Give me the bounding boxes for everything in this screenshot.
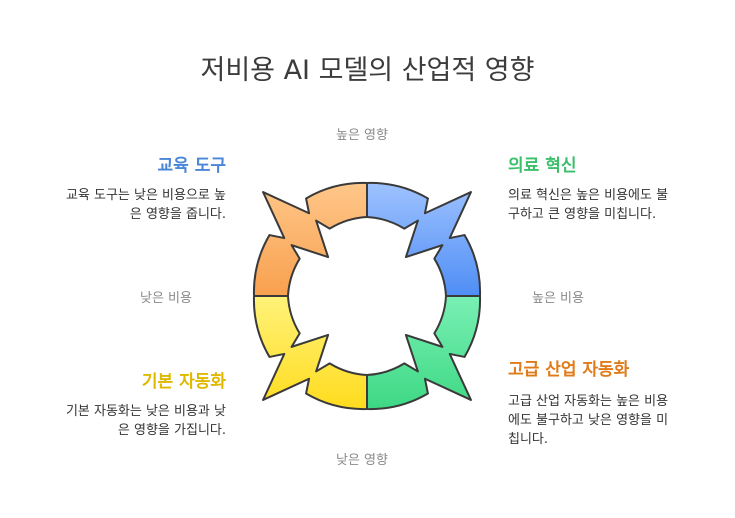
quadrant-title-education: 교육 도구 bbox=[157, 156, 226, 176]
axis-label-left: 낮은 비용 bbox=[140, 291, 192, 306]
desc-line: 은 영향을 줍니다. bbox=[129, 207, 226, 222]
quadrant-title-advanced-automation: 고급 산업 자동화 bbox=[508, 360, 630, 380]
desc-line: 칩니다. bbox=[508, 432, 549, 447]
segment-bottom-right bbox=[366, 295, 482, 411]
segment-top-left bbox=[252, 181, 368, 297]
desc-line: 은 영향을 가집니다. bbox=[117, 423, 226, 438]
desc-line: 고급 산업 자동화는 높은 비용 bbox=[508, 394, 669, 409]
quadrant-title-basic-automation: 기본 자동화 bbox=[141, 372, 226, 392]
quadrant-desc-medical: 의료 혁신은 높은 비용에도 불 구하고 큰 영향을 미칩니다. bbox=[508, 186, 723, 224]
desc-line: 구하고 큰 영향을 미칩니다. bbox=[508, 207, 657, 222]
desc-line: 기본 자동화는 낮은 비용과 낮 bbox=[65, 404, 226, 419]
segment-bottom-left bbox=[252, 295, 368, 411]
axis-label-right: 높은 비용 bbox=[532, 291, 584, 306]
page-title: 저비용 AI 모델의 산업적 영향 bbox=[200, 55, 535, 86]
segment-top-right bbox=[366, 181, 482, 297]
desc-line: 에도 불구하고 낮은 영향을 미 bbox=[508, 413, 669, 428]
axis-label-bottom: 낮은 영향 bbox=[336, 453, 388, 468]
wheel-segments bbox=[252, 181, 482, 411]
quadrant-title-medical: 의료 혁신 bbox=[508, 156, 577, 176]
axis-label-top: 높은 영향 bbox=[336, 128, 388, 143]
quadrant-desc-basic-automation: 기본 자동화는 낮은 비용과 낮 은 영향을 가집니다. bbox=[20, 402, 226, 440]
quadrant-desc-education: 교육 도구는 낮은 비용으로 높 은 영향을 줍니다. bbox=[20, 186, 226, 224]
desc-line: 교육 도구는 낮은 비용으로 높 bbox=[65, 188, 226, 203]
desc-line: 의료 혁신은 높은 비용에도 불 bbox=[508, 188, 669, 203]
quadrant-desc-advanced-automation: 고급 산업 자동화는 높은 비용 에도 불구하고 낮은 영향을 미 칩니다. bbox=[508, 392, 723, 449]
